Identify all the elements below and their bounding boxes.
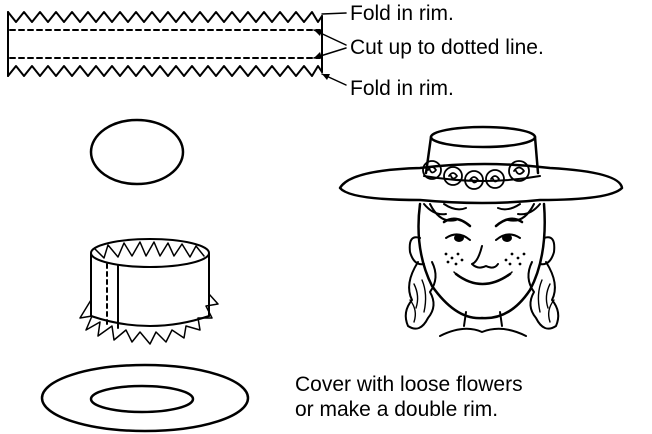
right-ear (539, 236, 556, 266)
rose-icon (443, 166, 463, 186)
freckle (454, 262, 458, 266)
arrowhead-fold-bottom (322, 74, 330, 80)
girl-with-hat (338, 125, 624, 337)
cylinder-bottom-fringe (79, 293, 219, 345)
freckle (522, 252, 526, 256)
mouth-corners (453, 271, 513, 277)
hair-right-strands (537, 279, 555, 323)
freckle (450, 256, 454, 260)
rose-swirl (513, 166, 525, 175)
strip-top-zigzag (7, 11, 323, 23)
left-pupil (454, 234, 464, 242)
brim-ring (40, 363, 250, 433)
cylinder-top-teeth (94, 241, 205, 259)
leader-fold-top (321, 12, 347, 15)
caption: Cover with loose flowers or make a doubl… (295, 372, 523, 422)
label-cut-to-dotted-line: Cut up to dotted line. (350, 36, 544, 59)
hair-right-braid (527, 261, 560, 330)
rose-icon (464, 170, 484, 190)
left-ear (408, 236, 425, 266)
arrowhead-cut-lower (314, 52, 322, 58)
nose (471, 245, 499, 269)
face-outline (417, 202, 546, 320)
hat-brim-outer (338, 162, 624, 205)
collar (439, 327, 527, 337)
freckle (444, 252, 448, 256)
paper-strip (7, 11, 323, 77)
right-pupil (502, 234, 512, 242)
leader-lines (313, 12, 347, 86)
leader-arrowheads (314, 30, 330, 80)
arrowhead-cut-upper (314, 30, 322, 36)
freckle (504, 258, 508, 262)
cylinder-top-rim (90, 238, 210, 268)
rose-icon (508, 160, 530, 182)
rose-icon (422, 160, 442, 180)
freckle (456, 252, 460, 256)
freckle (510, 252, 514, 256)
left-eyebrow (442, 217, 472, 228)
strip-bottom-zigzag (7, 65, 323, 77)
brim-outer (40, 363, 250, 433)
freckle (518, 262, 522, 266)
label-fold-in-rim-bottom: Fold in rim. (350, 77, 454, 100)
smile (454, 272, 512, 286)
rose-swirl (448, 172, 458, 180)
freckle (516, 256, 520, 260)
hair-left-top (423, 203, 467, 222)
cylinder-bottom-curve (90, 315, 210, 327)
rose-swirl (490, 175, 500, 183)
rose-icon (485, 169, 505, 189)
rose-flowers (422, 160, 530, 190)
neck (463, 311, 503, 327)
caption-line-2: or make a double rim. (295, 398, 499, 421)
freckle (508, 262, 512, 266)
right-eyebrow (494, 217, 524, 228)
oval-crown-top (89, 118, 185, 186)
freckle (460, 258, 464, 262)
label-fold-in-rim-top: Fold in rim. (350, 2, 454, 25)
caption-line-1: Cover with loose flowers (295, 373, 523, 396)
rose-swirl (469, 176, 479, 184)
brim-inner (89, 384, 195, 414)
hair-right-top (497, 203, 541, 222)
freckles (444, 252, 526, 266)
cylinder-crown (79, 238, 219, 345)
hat-crown-top (429, 125, 537, 149)
rose-swirl (427, 166, 437, 174)
hair-left-braid (404, 261, 437, 330)
freckle (446, 260, 450, 264)
hair-left-strands (409, 279, 427, 323)
